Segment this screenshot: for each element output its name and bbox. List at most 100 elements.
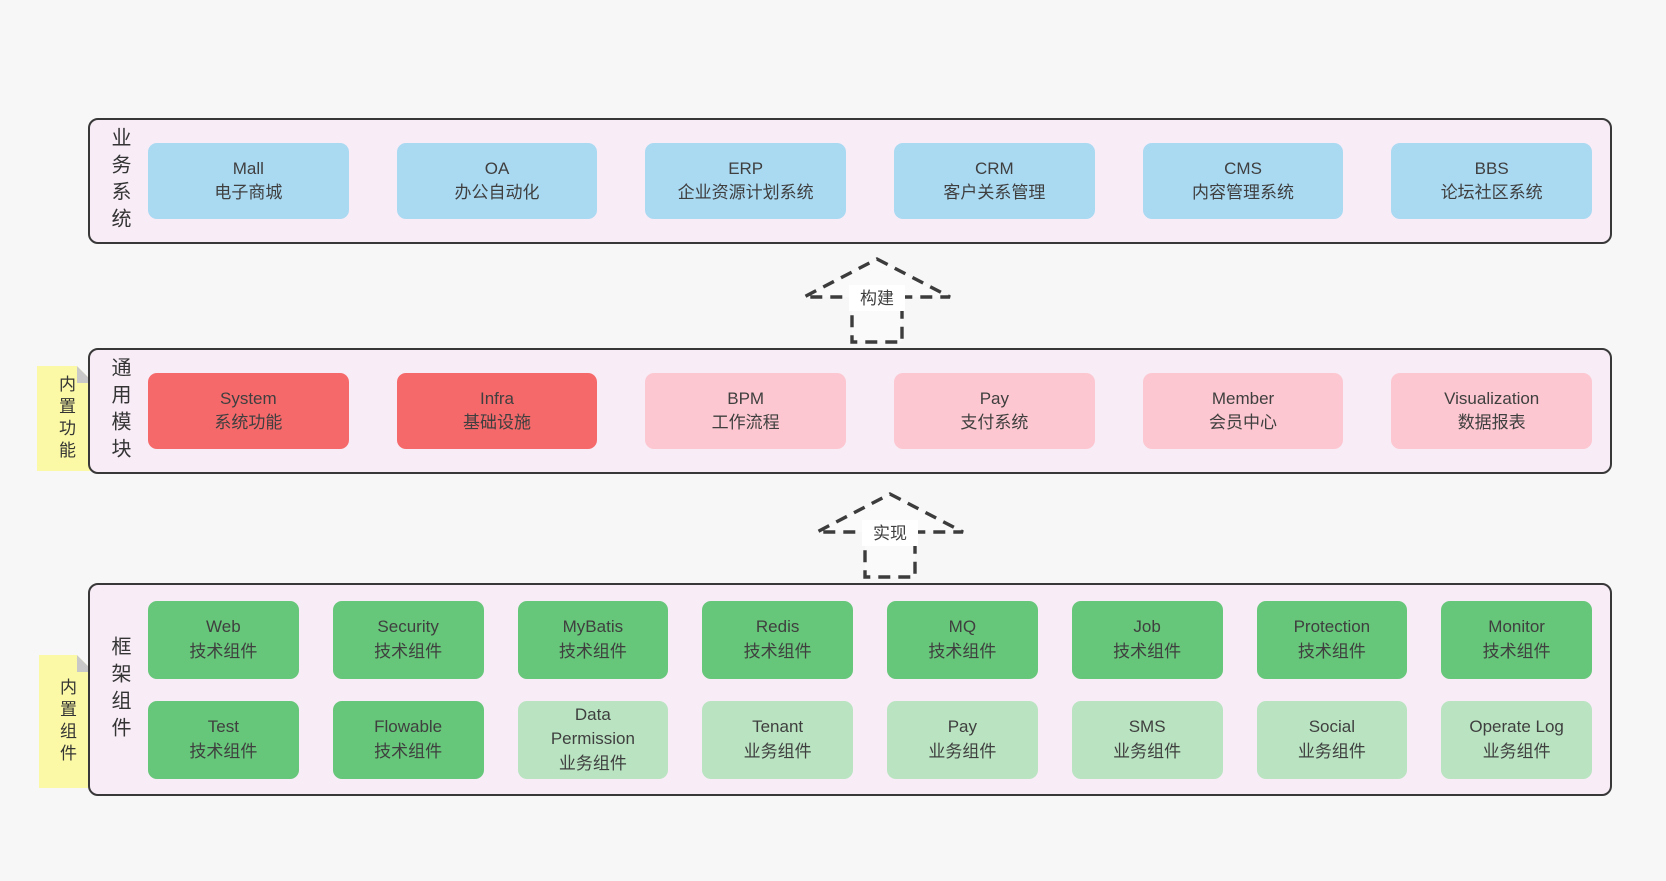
box-title: Monitor <box>1488 617 1545 637</box>
box-cms: CMS 内容管理系统 <box>1142 143 1344 219</box>
box-subtitle: 技术组件 <box>743 641 812 661</box>
layer-label-column: 通用模块 <box>90 350 148 472</box>
box-title: Infra <box>479 388 515 408</box>
modules-box-row: System 系统功能 Infra 基础设施 BPM 工作流程 Pay 支付系统 Member 会… <box>148 373 1610 449</box>
arrow-label: 构建 <box>860 289 894 308</box>
box-title: Web <box>206 617 241 637</box>
layer-title: 通用模块 <box>108 357 130 465</box>
box-mybatis: MyBatis 技术组件 <box>517 600 669 679</box>
box-title: Test <box>207 717 239 737</box>
box-subtitle: 论坛社区系统 <box>1440 183 1543 202</box>
box-title: Job <box>1133 617 1161 637</box>
box-member: Member 会员中心 <box>1142 373 1344 449</box>
layer-common-modules: 通用模块 System 系统功能 Infra 基础设施 BPM 工作流程 Pay 支付系统 Me… <box>88 348 1612 474</box>
box-subtitle: 技术组件 <box>1113 641 1182 661</box>
box-subtitle: 技术组件 <box>374 641 443 661</box>
box-title: Flowable <box>374 717 443 737</box>
box-subtitle: 技术组件 <box>1297 641 1366 661</box>
box-subtitle: 系统功能 <box>214 413 283 432</box>
box-subtitle: 内容管理系统 <box>1192 183 1295 202</box>
arrow-up-implement: 实现 <box>816 492 964 579</box>
box-subtitle: 电子商城 <box>214 183 283 202</box>
box-redis: Redis 技术组件 <box>702 600 853 679</box>
box-subtitle: 业务组件 <box>743 741 812 761</box>
box-oa: OA 办公自动化 <box>396 143 598 219</box>
box-title: MyBatis <box>562 617 624 637</box>
box-title: CMS <box>1224 158 1262 178</box>
box-security: Security 技术组件 <box>332 600 484 679</box>
box-web: Web 技术组件 <box>148 600 299 679</box>
box-title: ERP <box>728 158 764 178</box>
layer-label-column: 业务系统 <box>90 120 148 242</box>
box-mall: Mall 电子商城 <box>148 143 349 219</box>
box-subtitle: 支付系统 <box>960 413 1029 432</box>
box-title: Pay <box>947 717 978 737</box>
box-subtitle: 会员中心 <box>1209 413 1278 432</box>
box-subtitle: 工作流程 <box>711 413 780 432</box>
box-title: MQ <box>948 617 977 637</box>
box-monitor: Monitor 技术组件 <box>1441 600 1592 679</box>
box-subtitle: 业务组件 <box>1113 741 1182 761</box>
box-title: System <box>219 388 277 408</box>
box-tenant: Tenant 业务组件 <box>702 700 853 779</box>
sticky-note-builtin-components: 内置组件 <box>39 655 94 788</box>
box-subtitle: 业务组件 <box>1297 741 1366 761</box>
box-protection: Protection 技术组件 <box>1256 600 1408 679</box>
sticky-note-text: 内置组件 <box>57 677 76 766</box>
arrow-label-bg <box>849 285 905 311</box>
box-subtitle: 客户关系管理 <box>943 183 1046 202</box>
box-subtitle: 数据报表 <box>1457 413 1526 432</box>
box-crm: CRM 客户关系管理 <box>894 143 1095 219</box>
box-operate-log: Operate Log 业务组件 <box>1441 700 1592 779</box>
box-title: BBS <box>1474 158 1509 178</box>
arrow-label-bg <box>862 520 918 546</box>
box-subtitle: 技术组件 <box>558 641 627 661</box>
box-title: Tenant <box>752 717 804 737</box>
box-title: Member <box>1211 388 1275 408</box>
box-pay: Pay 业务组件 <box>887 700 1038 779</box>
box-title: CRM <box>974 158 1014 178</box>
box-infra: Infra 基础设施 <box>396 373 598 449</box>
box-title: Visualization <box>1444 388 1540 408</box>
box-title: BPM <box>727 388 765 408</box>
box-erp: ERP 企业资源计划系统 <box>645 143 847 219</box>
box-bpm: BPM 工作流程 <box>645 373 847 449</box>
sticky-note-text: 内置功能 <box>56 374 75 463</box>
box-title: SMS <box>1128 717 1166 737</box>
box-subtitle: 技术组件 <box>189 641 258 661</box>
layer-label-column: 框架组件 <box>90 585 148 794</box>
box-title: Data Permission <box>550 705 635 749</box>
box-title: Mall <box>232 158 264 178</box>
box-subtitle: 业务组件 <box>928 741 997 761</box>
box-data-permission: Data Permission 业务组件 <box>517 700 669 779</box>
arrow-label: 实现 <box>873 524 907 543</box>
box-social: Social 业务组件 <box>1256 700 1408 779</box>
box-subtitle: 办公自动化 <box>454 183 540 202</box>
box-flowable: Flowable 技术组件 <box>332 700 484 779</box>
box-test: Test 技术组件 <box>148 700 299 779</box>
box-bbs: BBS 论坛社区系统 <box>1391 143 1593 219</box>
box-title: Pay <box>979 388 1009 408</box>
box-title: Security <box>377 617 439 637</box>
box-subtitle: 企业资源计划系统 <box>677 183 814 202</box>
box-subtitle: 技术组件 <box>1482 641 1551 661</box>
box-subtitle: 业务组件 <box>558 753 627 773</box>
box-job: Job 技术组件 <box>1071 600 1223 679</box>
box-title: OA <box>484 158 510 178</box>
box-visualization: Visualization 数据报表 <box>1391 373 1593 449</box>
arrow-up-build: 构建 <box>803 257 951 344</box>
box-subtitle: 业务组件 <box>1482 741 1551 761</box>
box-subtitle: 基础设施 <box>463 413 531 432</box>
box-title: Redis <box>755 617 800 637</box>
box-subtitle: 技术组件 <box>928 641 997 661</box>
box-title: Protection <box>1293 617 1371 637</box>
box-subtitle: 技术组件 <box>374 741 443 761</box>
box-system: System 系统功能 <box>148 373 349 449</box>
box-title: Operate Log <box>1469 717 1564 737</box>
box-title: Social <box>1308 717 1356 737</box>
box-pay: Pay 支付系统 <box>894 373 1095 449</box>
box-subtitle: 技术组件 <box>189 741 258 761</box>
